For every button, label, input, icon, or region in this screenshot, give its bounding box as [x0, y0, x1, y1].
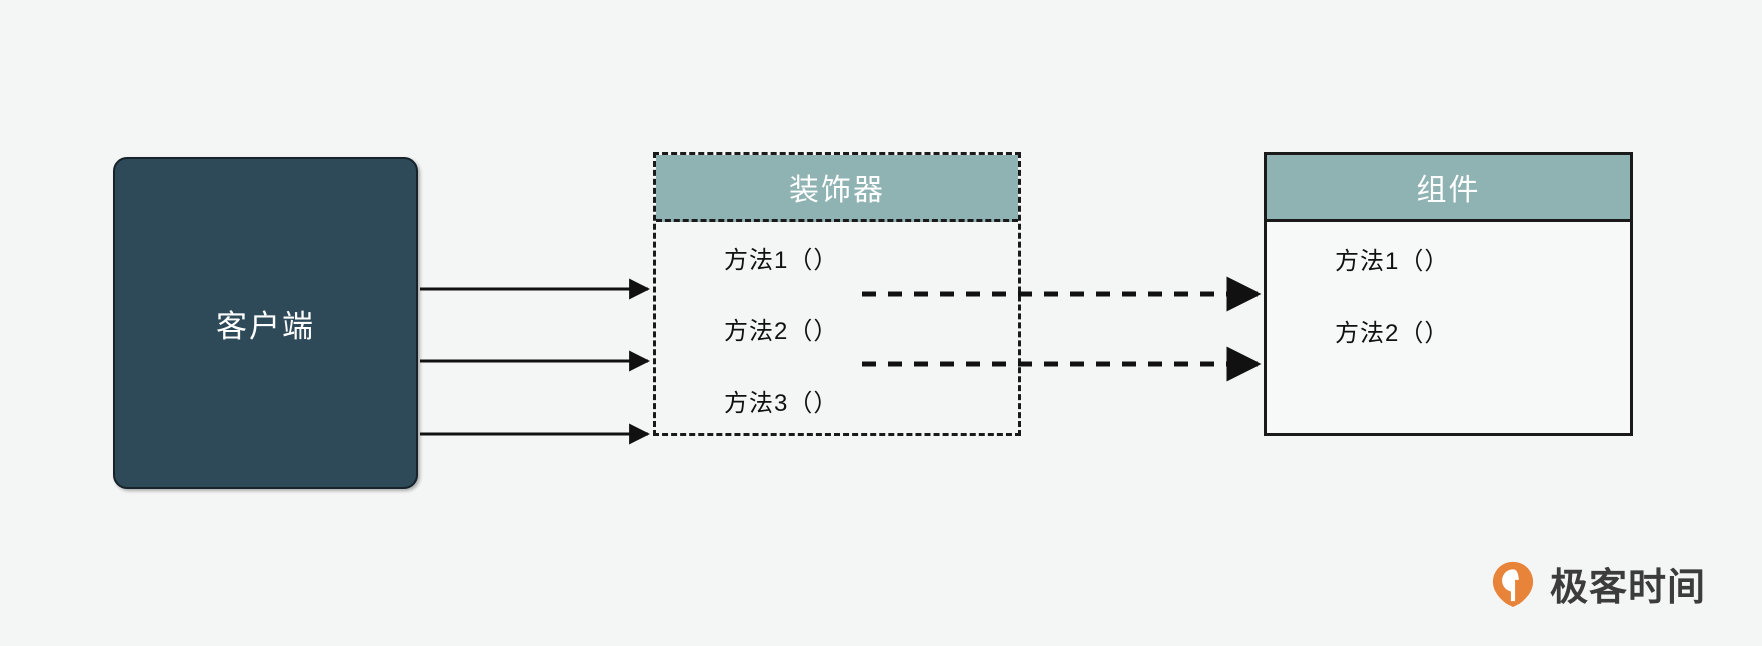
- decorator-method-1[interactable]: 方法1（）: [724, 247, 839, 275]
- client-label: 客户端: [216, 308, 315, 344]
- component-title: 组件: [1416, 174, 1481, 207]
- decorator-box[interactable]: 装饰器 方法1（） 方法2（） 方法3（）: [653, 152, 1021, 436]
- decorator-title: 装饰器: [789, 174, 885, 207]
- decorator-method-list: 方法1（） 方法2（） 方法3（）: [656, 222, 1018, 436]
- component-method-list: 方法1（） 方法2（）: [1267, 222, 1630, 433]
- brand-logo: 极客时间: [1490, 556, 1706, 611]
- client-box[interactable]: 客户端: [113, 157, 418, 489]
- component-box[interactable]: 组件 方法1（） 方法2（）: [1264, 152, 1633, 436]
- component-header: 组件: [1267, 155, 1630, 222]
- component-method-1[interactable]: 方法1（）: [1335, 247, 1450, 275]
- component-method-2[interactable]: 方法2（）: [1335, 319, 1450, 347]
- brand-logo-text: 极客时间: [1550, 567, 1707, 609]
- decorator-method-2[interactable]: 方法2（）: [724, 318, 839, 346]
- decorator-header: 装饰器: [656, 155, 1018, 222]
- decorator-method-3[interactable]: 方法3（）: [724, 389, 839, 417]
- geektime-logo-icon: [1492, 561, 1534, 607]
